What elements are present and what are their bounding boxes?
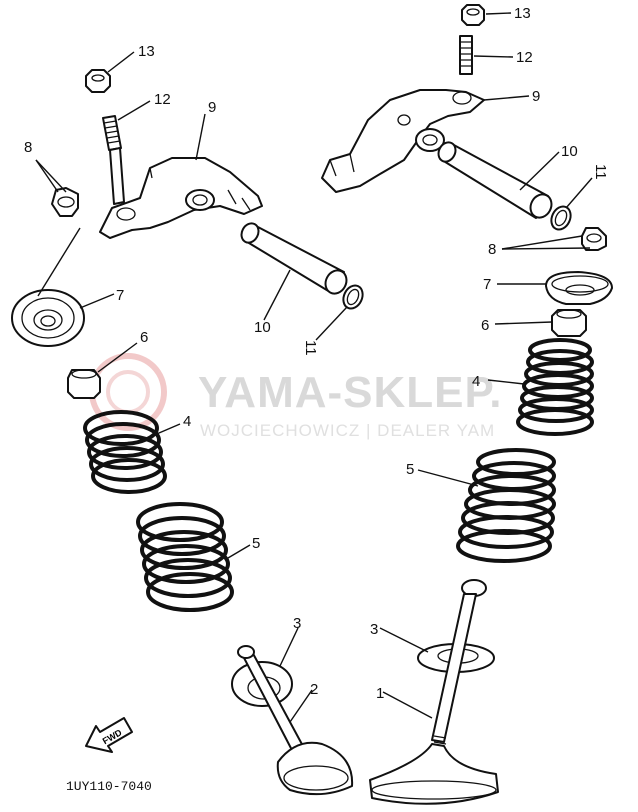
leader-lines xyxy=(35,12,593,723)
label-5-left: 5 xyxy=(252,535,260,552)
label-6-right: 6 xyxy=(481,317,489,334)
valve-seal-left xyxy=(67,369,101,399)
forward-arrow-icon: FWD xyxy=(85,717,133,753)
label-3-left: 3 xyxy=(293,615,301,632)
valve-exhaust xyxy=(237,645,354,796)
rocker-shaft-left xyxy=(240,222,348,295)
valve-cotter-left xyxy=(51,187,79,217)
label-9-left: 9 xyxy=(208,99,216,116)
label-10-right: 10 xyxy=(561,143,578,160)
label-7-left: 7 xyxy=(116,287,124,304)
watermark-logo xyxy=(89,353,167,431)
label-6-left: 6 xyxy=(140,329,148,346)
outer-spring-left xyxy=(136,502,234,612)
rocker-shaft-right xyxy=(437,141,553,219)
label-13-left: 13 xyxy=(138,43,155,60)
label-3-right: 3 xyxy=(370,621,378,638)
label-12-right: 12 xyxy=(516,49,533,66)
rocker-arm-right xyxy=(321,89,485,193)
label-10-left: 10 xyxy=(254,319,271,336)
watermark-brand: YAMA-SKLEP. xyxy=(198,368,502,417)
label-8-right: 8 xyxy=(488,241,496,258)
nut-right xyxy=(461,4,485,26)
label-9-right: 9 xyxy=(532,88,540,105)
label-5-right: 5 xyxy=(406,461,414,478)
nut-left xyxy=(85,69,111,93)
inner-spring-left xyxy=(83,410,167,494)
inner-spring-right xyxy=(516,338,594,436)
outer-spring-right xyxy=(456,448,556,563)
label-4-left: 4 xyxy=(183,413,191,430)
adjusting-screw-right xyxy=(459,35,473,75)
label-7-right: 7 xyxy=(483,276,491,293)
valve-seal-right xyxy=(551,309,587,337)
valve-cotter-right xyxy=(581,227,607,251)
label-8-left: 8 xyxy=(24,139,32,156)
label-11-right: 11 xyxy=(592,164,609,180)
watermark: YAMA-SKLEP. WOJCIECHOWICZ | DEALER YAM xyxy=(89,353,502,440)
rocker-arm-left xyxy=(99,157,263,239)
label-2: 2 xyxy=(310,681,318,698)
label-1: 1 xyxy=(376,685,384,702)
part-labels: 13 12 9 8 7 6 4 5 10 11 13 12 9 10 11 8 … xyxy=(24,5,609,702)
diagram-code: 1UY110-7040 xyxy=(66,779,152,794)
label-11-left: 11 xyxy=(302,340,319,356)
label-12-left: 12 xyxy=(154,91,171,108)
spring-retainer-right xyxy=(545,271,613,305)
label-4-right: 4 xyxy=(472,373,480,390)
watermark-dealer: WOJCIECHOWICZ | DEALER YAM xyxy=(200,421,495,440)
valve-intake xyxy=(369,579,499,805)
adjusting-screw-left xyxy=(102,115,125,205)
label-13-right: 13 xyxy=(514,5,531,22)
spring-retainer-left xyxy=(11,289,85,347)
